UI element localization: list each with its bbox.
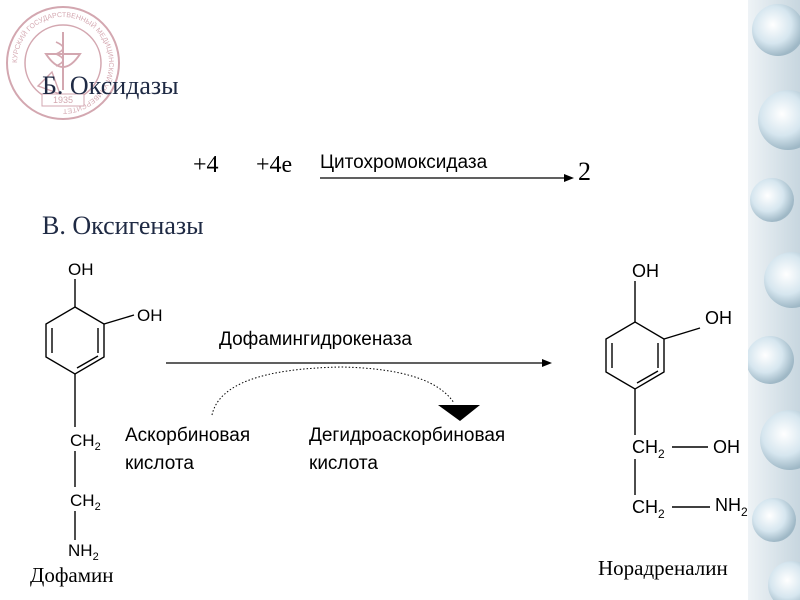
- noradrenaline-ch2-1: CH2: [632, 437, 665, 461]
- oxidase-enzyme-label: Цитохромоксидаза: [320, 152, 488, 173]
- noradrenaline-nh2: NH2: [715, 495, 748, 519]
- dopamine-ch2-1: CH2: [70, 431, 101, 453]
- section-b-title: Б. Оксидазы: [42, 71, 179, 100]
- noradrenaline-ch2-2: CH2: [632, 497, 665, 521]
- noradrenaline-oh-2: OH: [705, 308, 732, 328]
- electrons-term: +4e: [256, 152, 293, 178]
- dopamine-nh2: NH2: [68, 541, 99, 563]
- dehydroascorbic-acid-label: Дегидроаскорбиновая кислота: [309, 425, 506, 474]
- logo-year: 1935: [53, 95, 73, 105]
- decorative-molecule-image: [748, 0, 800, 600]
- dopamine-label: Дофамин: [30, 563, 114, 587]
- section-v-title: В. Оксигеназы: [42, 211, 204, 240]
- ascorbic-acid-label: Аскорбиновая кислота: [125, 425, 251, 474]
- oxygenase-reaction-arrow: [166, 359, 552, 421]
- noradrenaline-structure: OH OH CH2 OH CH2 NH2: [605, 261, 748, 521]
- dopamine-oh-2: OH: [137, 306, 163, 325]
- dopamine-ch2-2: CH2: [70, 491, 101, 513]
- oxygenase-enzyme-label: Дофамингидрокеназа: [219, 329, 412, 350]
- dopamine-oh-1: OH: [68, 260, 94, 279]
- noradrenaline-label: Норадреналин: [598, 556, 728, 580]
- cofactor-arrowhead: [438, 405, 480, 421]
- oxidase-reaction-arrow: [320, 174, 574, 182]
- product-coefficient: 2: [578, 157, 591, 186]
- noradrenaline-oh-3: OH: [713, 437, 740, 457]
- noradrenaline-oh-1: OH: [632, 261, 659, 281]
- university-logo: КУРСКИЙ ГОСУДАРСТВЕННЫЙ МЕДИЦИНСКИЙ УНИВ…: [6, 6, 120, 120]
- reactant-coefficient: +4: [193, 152, 219, 178]
- dopamine-structure: OH OH CH2 CH2 NH2: [45, 260, 163, 563]
